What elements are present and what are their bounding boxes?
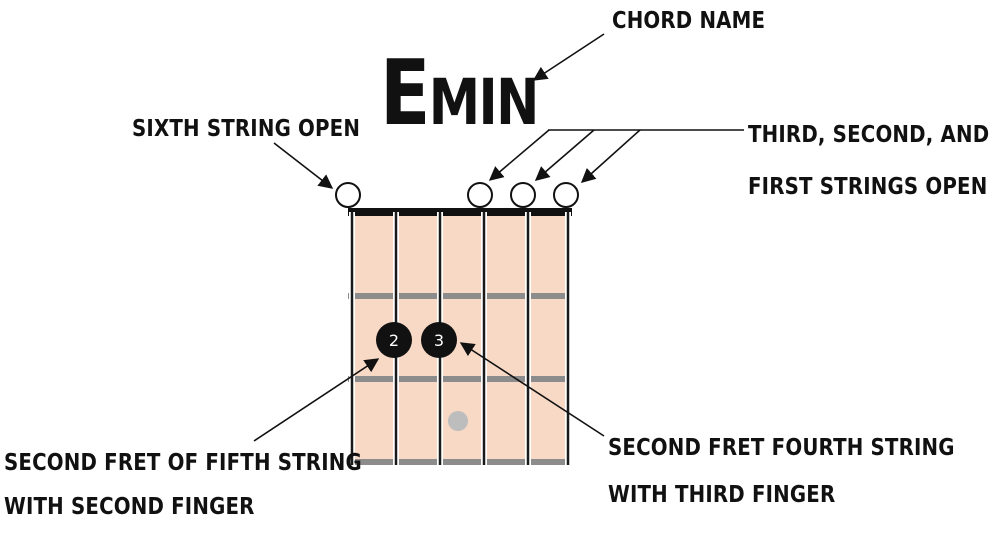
label-chord-name: CHORD NAME [612,8,766,34]
strings [349,212,571,465]
fret-wire-1 [348,293,570,299]
open-string-1 [553,182,579,208]
arrow-fifth-string-fret [253,358,380,442]
label-sixth-string-open: SIXTH STRING OPEN [132,116,361,142]
nut [348,208,572,216]
fret-wire-3 [348,459,570,465]
label-fifth-string-line1: SECOND FRET OF FIFTH STRING [4,450,362,476]
finger-number-fifth-string: 2 [389,331,399,350]
fret-wire-2 [348,376,570,382]
arrow-fourth-string-fret [459,342,605,437]
arrow-second-string [534,129,595,181]
label-open-strings-line2: FIRST STRINGS OPEN [748,174,988,200]
label-fourth-string-line2: WITH THIRD FINGER [608,482,836,508]
arrow-third-string [488,129,550,181]
open-string-3 [467,182,493,208]
arrow-first-string [580,129,641,183]
open-string-6 [335,182,361,208]
arrow-sixth-string [273,142,334,189]
open-string-2 [510,182,536,208]
finger-dot-fourth-string [421,322,457,358]
arrow-chord-name [532,33,605,81]
label-open-strings-line1: THIRD, SECOND, AND [748,122,990,148]
chord-name-title: Emin [380,41,539,146]
finger-dot-fifth-string [376,322,412,358]
label-fifth-string-line2: WITH SECOND FINGER [4,494,255,520]
annotation-arrows [253,33,744,442]
label-fourth-string-line1: SECOND FRET FOURTH STRING [608,435,955,461]
finger-number-fourth-string: 3 [434,331,444,350]
fret-position-marker [448,411,468,431]
